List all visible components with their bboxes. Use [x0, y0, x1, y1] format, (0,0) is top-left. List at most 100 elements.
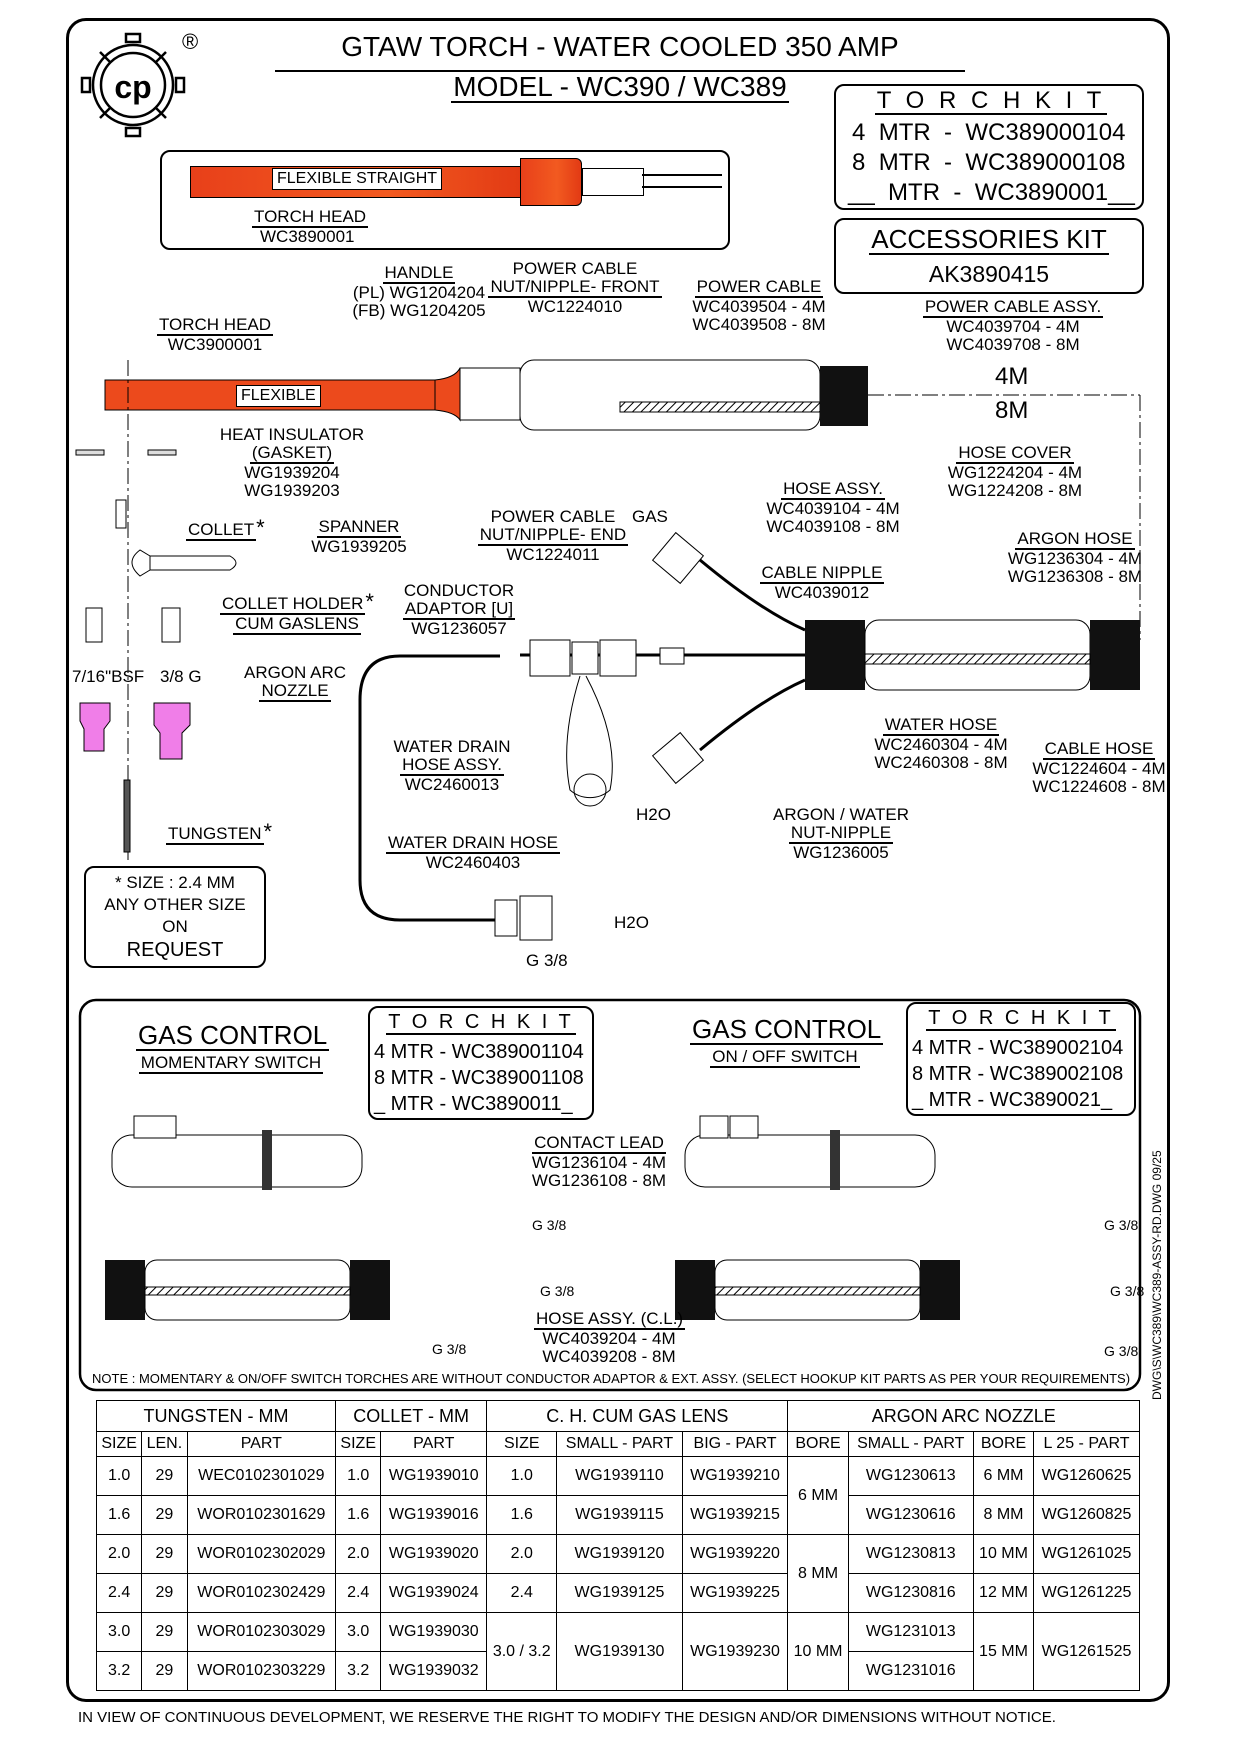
cable-nipple-part: [659, 647, 685, 665]
table-cell: WG1939024: [380, 1573, 488, 1613]
table-group-header: COLLET - MM: [335, 1400, 488, 1432]
hose-hatch: [714, 1286, 921, 1296]
handle-body: [459, 367, 521, 421]
torch-kit-row: 8 MTR - WC389000108: [852, 149, 1126, 176]
gas-label: GAS: [632, 507, 668, 526]
table-cell: WEC0102301029: [186, 1456, 337, 1496]
table-cell: WG1939215: [681, 1495, 789, 1535]
collet-label: COLLET*: [186, 515, 265, 541]
power-cable-sleeve: [519, 359, 821, 431]
parts-table: TUNGSTEN - MM COLLET - MM C. H. CUM GAS …: [95, 1400, 1140, 1691]
table-cell: 8 MM: [972, 1495, 1035, 1535]
footer-disclaimer: IN VIEW OF CONTINUOUS DEVELOPMENT, WE RE…: [78, 1709, 1056, 1726]
title-underline: [275, 70, 965, 72]
table-cell: 29: [141, 1495, 188, 1535]
h2o-in-label: H2O: [636, 805, 671, 824]
table-group-header: ARGON ARC NOZZLE: [787, 1400, 1140, 1432]
table-cell: WG1230616: [847, 1495, 974, 1535]
registered-mark: ®: [182, 29, 199, 54]
g38-label: G 3/8: [540, 1283, 575, 1299]
onoff-subtitle: ON / OFF SWITCH: [710, 1047, 860, 1068]
table-cell: 3.0: [335, 1612, 382, 1652]
gas-control-momentary-title: GAS CONTROL: [136, 1020, 330, 1052]
length-8m: 8M: [995, 397, 1029, 424]
onoff-torch-kit-box: T O R C H K I T 4 MTR - WC389002104 8 MT…: [906, 1002, 1136, 1116]
table-col-header: LEN.: [141, 1431, 188, 1457]
table-cell: WOR0102303229: [186, 1651, 337, 1691]
torch-handle-neck: [520, 158, 582, 206]
table-cell: 29: [141, 1651, 188, 1691]
length-4m: 4M: [995, 363, 1029, 390]
table-cell: 1.6: [335, 1495, 382, 1535]
flexible-straight-box: FLEXIBLE STRAIGHT TORCH HEAD WC3890001: [160, 150, 730, 250]
hose-hatch: [144, 1286, 351, 1296]
table-cell: 1.0: [335, 1456, 382, 1496]
title-text: GTAW TORCH - WATER COOLED 350 AMP: [341, 31, 899, 62]
table-col-header: SIZE: [486, 1431, 558, 1457]
spanner-tool: [131, 549, 237, 577]
gasket-small: [75, 449, 105, 456]
table-cell: 29: [141, 1534, 188, 1574]
size-note-line: REQUEST: [126, 939, 224, 961]
table-cell: WG1231013: [847, 1612, 974, 1652]
torch-kit-heading: T O R C H K I T: [874, 87, 1108, 116]
table-cell: WG1230613: [847, 1456, 974, 1496]
adaptor-nut: [529, 639, 571, 677]
nozzle-large: [153, 702, 191, 760]
table-col-header: PART: [380, 1431, 488, 1457]
onoff-switch-2: [729, 1115, 759, 1139]
torch-head-label: TORCH HEAD: [252, 207, 369, 228]
power-cable-hatched: [619, 401, 821, 413]
accessories-kit-part: AK3890415: [928, 261, 1050, 287]
table-cell: WG1939210: [681, 1456, 789, 1496]
collet-holder-small: [85, 607, 103, 643]
water-inlet-nut: [651, 731, 705, 785]
kit-row: 4 MTR - WC389001104: [374, 1041, 584, 1063]
water-hose-line: [699, 678, 806, 752]
table-cell: WG1939110: [556, 1456, 683, 1496]
company-logo: cp: [78, 30, 188, 140]
table-cell: 2.4: [95, 1573, 143, 1613]
argon-hose-line: [699, 558, 806, 632]
hose-band: [675, 1260, 715, 1320]
g38-label: G 3/8: [432, 1341, 467, 1357]
torch-head-part: WC3890001: [260, 227, 355, 246]
kit-row: 8 MTR - WC389001108: [374, 1067, 584, 1089]
model-text: MODEL - WC390 / WC389: [451, 71, 789, 104]
table-cell: WOR0102301629: [186, 1495, 337, 1535]
table-cell: WG1230816: [847, 1573, 974, 1613]
table-col-header: BORE: [787, 1431, 849, 1457]
table-col-header: BORE: [972, 1431, 1035, 1457]
onoff-switch-1: [699, 1115, 729, 1139]
kit-row: _ MTR - WC3890021_: [912, 1089, 1113, 1111]
table-cell: WOR0102302029: [186, 1534, 337, 1574]
table-cell: 3.2: [95, 1651, 143, 1691]
gas-control-onoff-title: GAS CONTROL: [690, 1014, 884, 1046]
page-title: GTAW TORCH - WATER COOLED 350 AMP: [275, 32, 965, 61]
table-cell: WOR0102303029: [186, 1612, 337, 1652]
handle-label: HANDLE(PL) WG1204204(FB) WG1204205: [352, 263, 486, 320]
hose-line: [642, 174, 722, 176]
table-cell: WG1939010: [380, 1456, 488, 1496]
table-cell: 6 MM: [972, 1456, 1035, 1496]
table-cell: 2.4: [335, 1573, 382, 1613]
water-drain-hose-loop: [358, 654, 500, 922]
g38-label: G 3/8: [532, 1217, 567, 1233]
table-cell: WG1261025: [1033, 1534, 1140, 1574]
size-note-line: * SIZE : 2.4 MM: [115, 873, 235, 892]
table-cell: WG1230813: [847, 1534, 974, 1574]
size-note-line: ANY OTHER SIZE: [104, 895, 246, 914]
torch-kit-row: __ MTR - WC3890001__: [848, 179, 1135, 206]
